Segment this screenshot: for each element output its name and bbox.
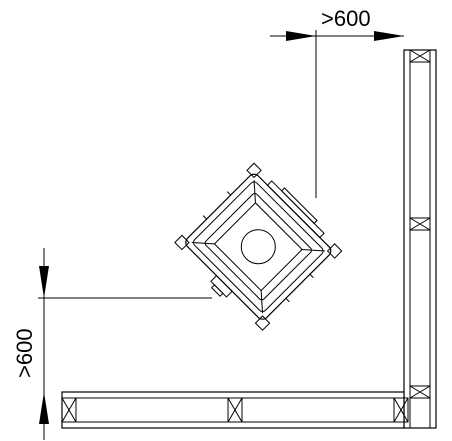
flue-collar [240,229,276,265]
top-dimension-label: >600 [321,6,371,31]
stove-foot-1 [246,162,262,179]
stove [174,162,343,331]
stove-foot-3 [174,234,190,251]
top-dimension: >600 [270,6,404,198]
right-wall-brace-bottom [409,385,431,399]
left-dimension-label: >600 [12,328,37,378]
bottom-wall-brace-right [393,397,409,423]
stove-foot-2 [326,243,343,259]
right-wall-brace-middle [409,217,431,231]
stove-foot-4 [254,315,271,331]
right-wall-brace-top [409,49,431,63]
stove-outer-body [185,173,332,320]
left-dimension: >600 [12,248,212,440]
stove-firebox [213,202,303,292]
bottom-wall-brace-left [61,397,77,423]
bottom-wall [61,391,409,429]
right-wall [403,49,437,429]
bottom-wall-brace-middle [227,397,243,423]
